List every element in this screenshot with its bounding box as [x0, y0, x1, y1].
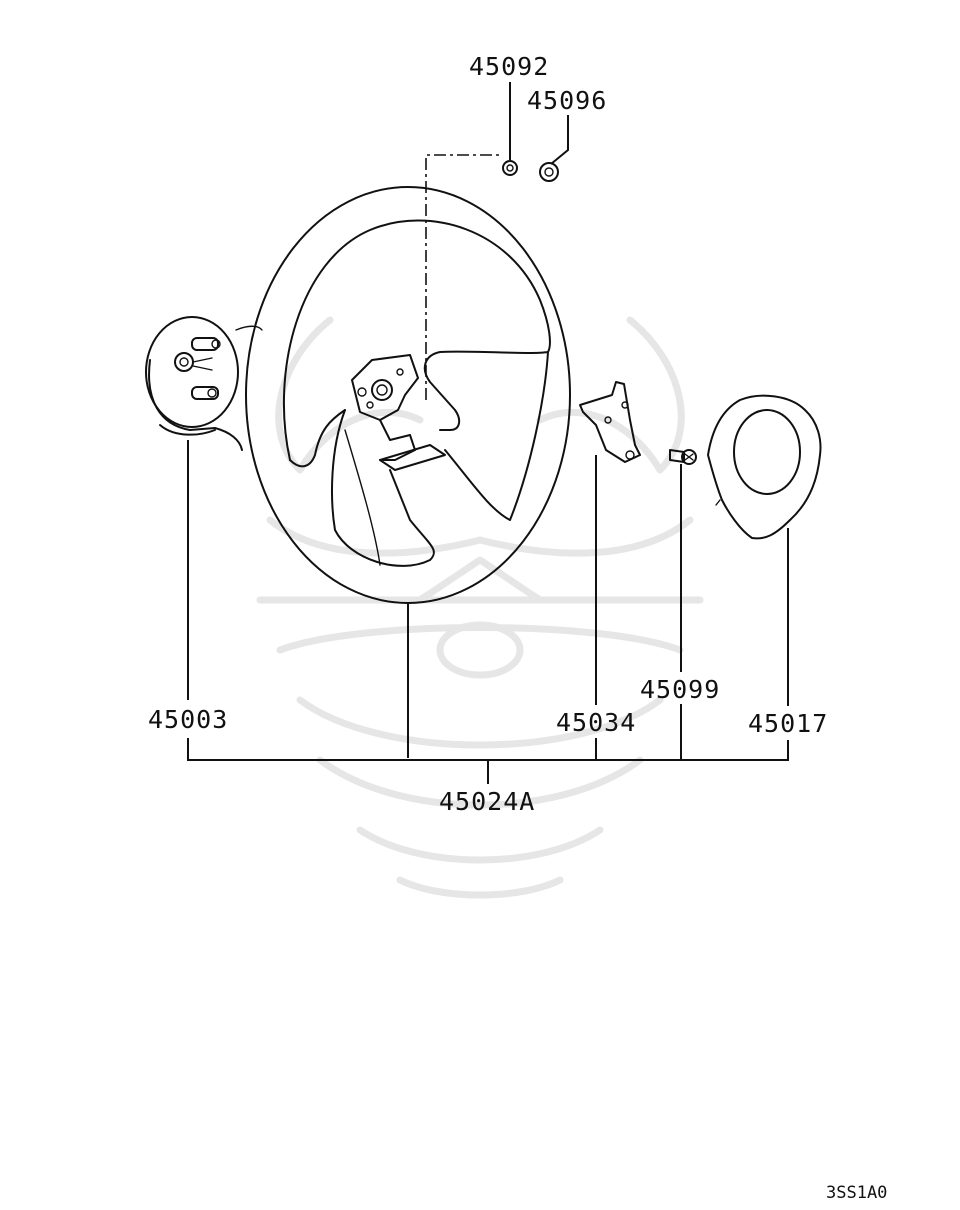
watermark-emblem: [256, 316, 704, 899]
part-label-45017: 45017: [748, 709, 829, 738]
screw-45099-drawing: [669, 449, 697, 465]
part-label-45024A: 45024A: [439, 787, 536, 816]
part-label-45092: 45092: [469, 52, 550, 81]
washer-45092-drawing: [502, 160, 518, 176]
part-label-45034: 45034: [556, 708, 637, 737]
cover-45017-drawing: [707, 394, 822, 540]
part-label-45003: 45003: [148, 705, 229, 734]
part-label-45099: 45099: [640, 675, 721, 704]
center-line: [425, 154, 500, 400]
leader-lines: [187, 82, 789, 784]
nut-45096-drawing: [539, 162, 559, 182]
steering-wheel-drawing: [245, 186, 571, 604]
hub-45003-drawing: [145, 316, 263, 451]
bracket-45034-drawing: [579, 381, 641, 463]
diagram-code: 3SS1A0: [826, 1183, 888, 1203]
part-label-45096: 45096: [527, 86, 608, 115]
